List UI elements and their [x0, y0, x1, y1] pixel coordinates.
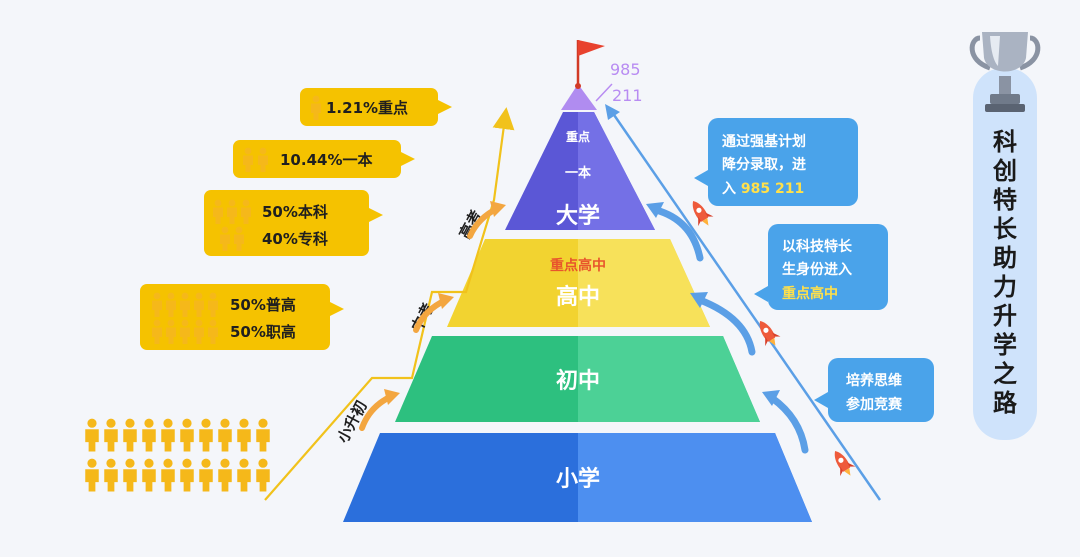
- stat-callout-key: 1.21%重点: [300, 88, 452, 126]
- svg-text:50%本科: 50%本科: [262, 203, 328, 221]
- tier-sublabel-tier1: 一本: [565, 165, 591, 181]
- svg-text:通过强基计划: 通过强基计划: [722, 133, 806, 150]
- blue-arrows: [652, 206, 809, 454]
- trophy-icon: [969, 32, 1041, 112]
- tier-label-middle: 初中: [556, 368, 600, 394]
- stat-callout-highschool: 50%普高 50%职高: [140, 284, 344, 350]
- person-icon: [199, 418, 213, 452]
- person-icon: [161, 418, 175, 452]
- path-callout-mid: 以科技特长 生身份进入 重点高中: [754, 224, 888, 310]
- person-icon: [180, 418, 194, 452]
- svg-text:10.44%一本: 10.44%一本: [280, 151, 372, 169]
- svg-text:入 985 211: 入 985 211: [722, 181, 804, 197]
- person-icon: [104, 418, 118, 452]
- person-icon: [256, 458, 270, 492]
- tier-sublabel-key: 重点: [566, 129, 590, 144]
- tier-label-primary: 小学: [556, 466, 600, 492]
- svg-text:培养思维: 培养思维: [846, 372, 902, 389]
- person-icon: [104, 458, 118, 492]
- path-callout-top: 通过强基计划 降分录取，进 入 985 211: [694, 118, 858, 206]
- svg-text:生身份进入: 生身份进入: [782, 261, 852, 278]
- person-icon: [237, 458, 251, 492]
- stat-callout-bachelor: 50%本科 40%专科: [204, 190, 383, 256]
- pyramid: [343, 84, 812, 522]
- path-callout-low: 培养思维 参加竞赛: [814, 358, 934, 422]
- person-icon: [256, 418, 270, 452]
- svg-text:重点高中: 重点高中: [782, 285, 838, 302]
- flag-icon: [575, 40, 605, 89]
- tier-sublabel-key-high: 重点高中: [550, 257, 606, 274]
- tier-label-university: 大学: [556, 203, 600, 229]
- apex-label-211: 211: [612, 86, 643, 105]
- apex-label-985: 985: [610, 60, 641, 79]
- page-title: 科创特长助力升学之路: [992, 128, 1018, 417]
- person-icon: [180, 458, 194, 492]
- person-icon: [161, 458, 175, 492]
- svg-text:40%专科: 40%专科: [262, 230, 328, 248]
- stat-callout-tier1: 10.44%一本: [233, 140, 415, 178]
- pyramid-apex: [561, 84, 597, 110]
- person-icon: [123, 458, 137, 492]
- rocket-track: [610, 111, 882, 501]
- svg-text:50%职高: 50%职高: [230, 323, 296, 341]
- person-icon: [142, 418, 156, 452]
- svg-text:1.21%重点: 1.21%重点: [326, 99, 408, 117]
- svg-text:50%普高: 50%普高: [230, 296, 296, 314]
- person-icon: [85, 458, 99, 492]
- title-panel: 科创特长助力升学之路: [973, 68, 1037, 440]
- progression-arrow: [264, 107, 515, 501]
- person-icon: [199, 458, 213, 492]
- person-icon: [237, 418, 251, 452]
- person-icon: [218, 458, 232, 492]
- svg-text:以科技特长: 以科技特长: [782, 238, 853, 255]
- person-icon: [123, 418, 137, 452]
- svg-text:降分录取，进: 降分录取，进: [722, 156, 806, 173]
- person-icon: [85, 418, 99, 452]
- svg-text:参加竞赛: 参加竞赛: [846, 396, 903, 413]
- person-icon: [218, 418, 232, 452]
- person-icon: [142, 458, 156, 492]
- tier-label-high: 高中: [556, 284, 600, 310]
- student-crowd: [85, 418, 270, 492]
